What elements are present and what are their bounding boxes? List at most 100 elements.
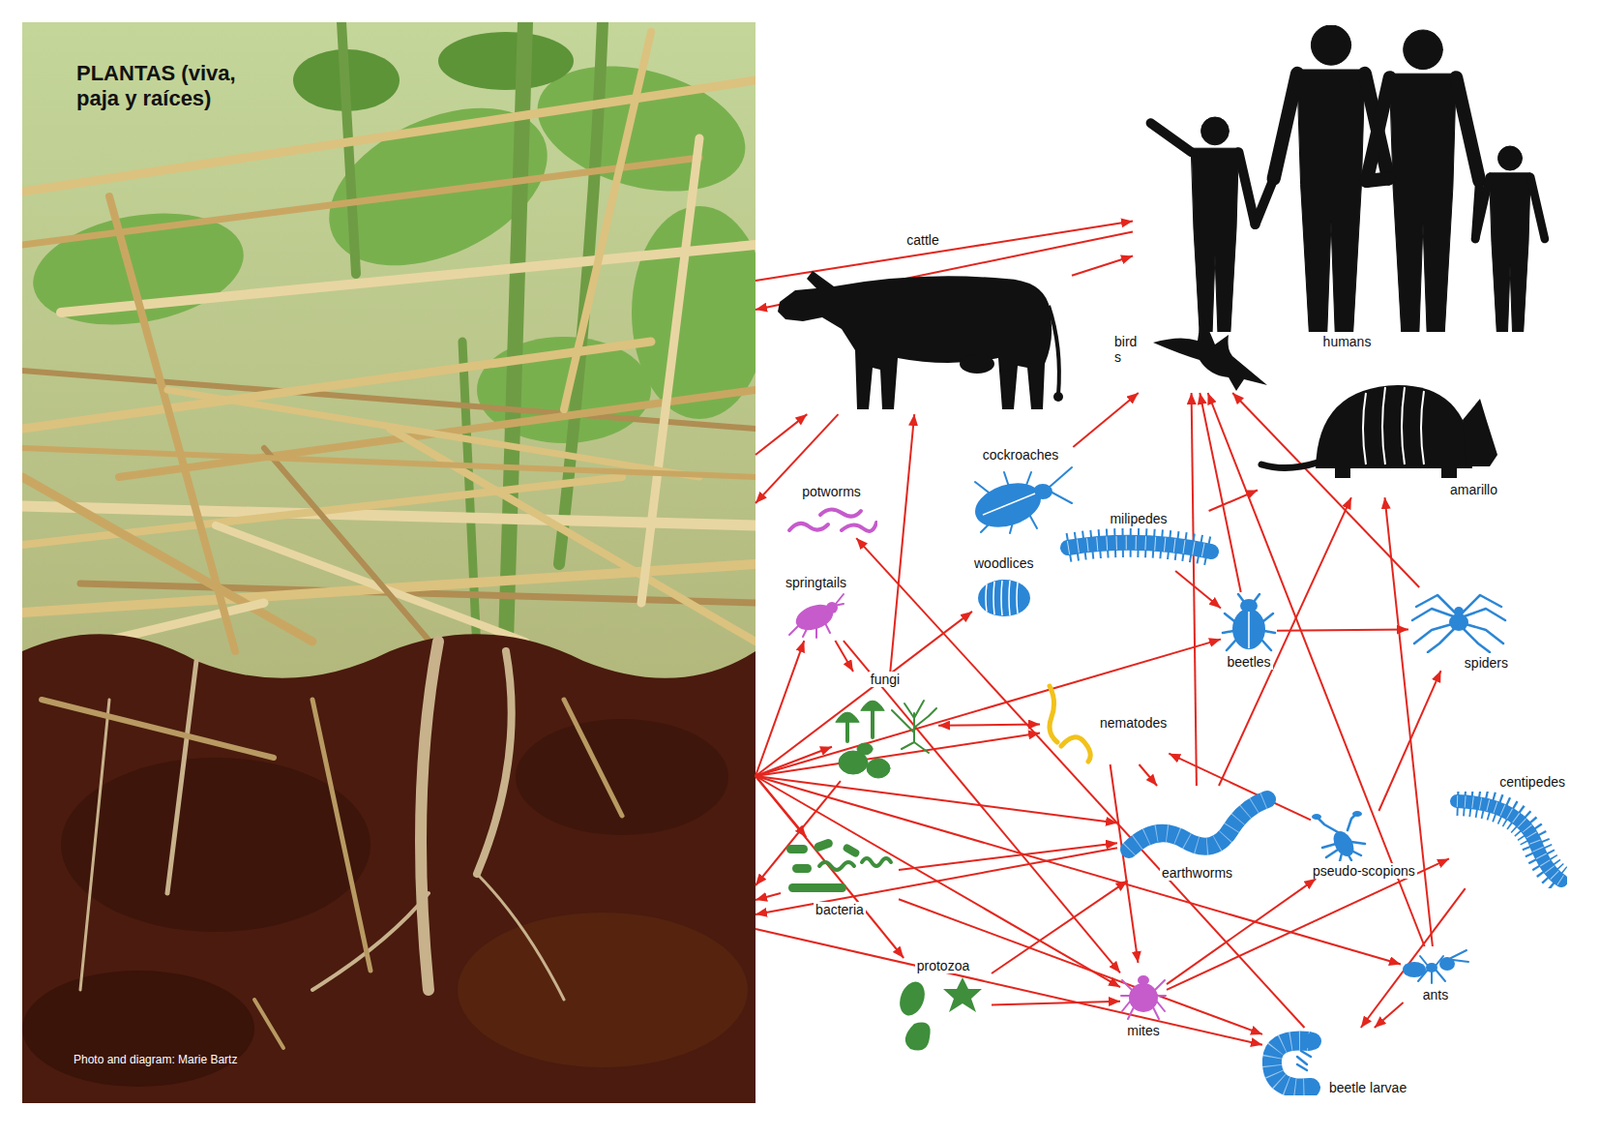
food-web-arrow xyxy=(755,733,1040,776)
potworms-icon xyxy=(785,501,878,538)
fungi-icon xyxy=(831,688,939,781)
organism-label: ants xyxy=(1421,986,1451,1003)
springtail-icon xyxy=(787,592,846,641)
ant-icon xyxy=(1400,946,1471,985)
beetle-icon xyxy=(1220,592,1277,652)
food-web-arrow xyxy=(755,928,1263,1045)
food-web-arrow xyxy=(755,892,781,900)
food-web-arrow xyxy=(991,1001,1121,1006)
organism-node: spiders xyxy=(1408,587,1511,671)
food-web-arrow xyxy=(1276,629,1409,631)
organism-node: bird s xyxy=(1112,305,1270,393)
protozoa-icon xyxy=(894,975,992,1055)
organism-node: centipedes xyxy=(1449,773,1568,889)
organism-label: pseudo-scopions xyxy=(1310,862,1418,879)
organism-node: potworms xyxy=(785,483,878,538)
spider-icon xyxy=(1408,587,1511,653)
panel-title: PLANTAS (viva, paja y raíces) xyxy=(76,60,270,113)
organism-label: beetles xyxy=(1224,653,1273,670)
organism-label: amarillo xyxy=(1448,481,1500,498)
organism-node: earthworms xyxy=(1117,785,1277,881)
organism-node: humans xyxy=(1132,25,1562,350)
organism-label: cattle xyxy=(904,232,941,248)
food-web-arrow xyxy=(1208,392,1425,947)
food-web-arrow xyxy=(834,640,854,672)
food-web-arrow xyxy=(755,775,1118,823)
credit-note: Photo and diagram: Marie Bartz xyxy=(73,1052,238,1067)
organism-node: bacteria xyxy=(780,836,899,918)
organism-node: woodlices xyxy=(972,555,1036,620)
food-web-arrow xyxy=(898,842,1118,870)
organism-node: ants xyxy=(1400,946,1471,1003)
mite-icon xyxy=(1120,962,1167,1021)
organism-node: beetle larvae xyxy=(1262,1027,1409,1096)
food-web-arrow xyxy=(755,611,973,776)
food-web-arrow xyxy=(938,723,1040,725)
food-web-arrow xyxy=(1378,670,1441,811)
organism-node: mites xyxy=(1120,962,1167,1038)
organism-label: fungi xyxy=(868,671,902,687)
cow-icon xyxy=(773,249,1072,415)
food-web-arrow xyxy=(755,775,1401,965)
food-web-arrow xyxy=(1110,764,1139,963)
organism-label: cockroaches xyxy=(980,446,1062,463)
organism-node: amarillo xyxy=(1257,379,1500,498)
cockroach-icon xyxy=(967,464,1074,534)
organism-label: bird s xyxy=(1112,333,1150,365)
organism-node: cockroaches xyxy=(967,446,1074,534)
organism-label: mites xyxy=(1125,1022,1161,1038)
organism-node: nematodes xyxy=(1039,681,1169,765)
millipede-icon xyxy=(1056,528,1221,571)
food-web-arrow xyxy=(755,775,904,958)
centipede-icon xyxy=(1449,791,1568,889)
food-web-arrow xyxy=(755,746,832,776)
organism-label: beetle larvae xyxy=(1327,1079,1409,1096)
organism-node: cattle xyxy=(773,232,1072,415)
food-web-arrow xyxy=(1071,256,1133,276)
food-web-arrow xyxy=(1175,570,1221,608)
food-web-arrow xyxy=(856,537,1304,1028)
food-web-arrow xyxy=(755,414,807,455)
food-web-arrow xyxy=(1191,392,1197,786)
organism-label: protozoa xyxy=(915,957,972,974)
food-web-arrow xyxy=(1139,764,1158,786)
food-web-arrow xyxy=(755,780,841,886)
organism-node: springtails xyxy=(783,574,849,641)
organism-node: beetles xyxy=(1220,592,1277,670)
food-web-arrow xyxy=(889,414,915,672)
armadillo-icon xyxy=(1257,379,1500,480)
food-web-arrow xyxy=(898,898,1263,1035)
food-web-arrow xyxy=(843,640,1121,973)
organism-label: woodlices xyxy=(972,555,1036,571)
organism-label: springtails xyxy=(783,574,849,591)
organism-node: protozoa xyxy=(894,957,992,1055)
organism-label: nematodes xyxy=(1097,714,1169,731)
earthworm-icon xyxy=(1117,785,1277,863)
organism-label: centipedes xyxy=(1497,773,1568,790)
plant-panel: PLANTAS (viva, paja y raíces) xyxy=(22,22,756,1103)
plant-photo xyxy=(22,22,756,1103)
pseudo-icon xyxy=(1310,810,1374,861)
food-web-arrow xyxy=(1374,1002,1404,1028)
organism-label: milipedes xyxy=(1107,510,1169,527)
larva-icon xyxy=(1262,1027,1326,1096)
food-web-arrow xyxy=(755,639,1221,776)
organism-label: spiders xyxy=(1462,654,1511,671)
organism-label: bacteria xyxy=(813,901,866,918)
woodlice-icon xyxy=(975,572,1034,620)
food-web-arrow xyxy=(1218,497,1352,786)
nematodes-icon xyxy=(1039,681,1097,765)
organism-node: milipedes xyxy=(1056,510,1221,571)
food-web-arrow xyxy=(755,640,804,776)
food-web-arrow xyxy=(1361,888,1466,1028)
food-web-arrow xyxy=(1072,392,1139,447)
organism-label: humans xyxy=(1321,333,1374,350)
food-web-arrow xyxy=(1385,497,1433,947)
organism-node: pseudo-scopions xyxy=(1310,810,1418,879)
organism-label: potworms xyxy=(800,483,863,500)
bacteria-icon xyxy=(780,836,899,900)
organism-label: earthworms xyxy=(1159,864,1235,881)
humans-icon xyxy=(1132,25,1562,332)
food-web-arrow xyxy=(755,775,1121,987)
